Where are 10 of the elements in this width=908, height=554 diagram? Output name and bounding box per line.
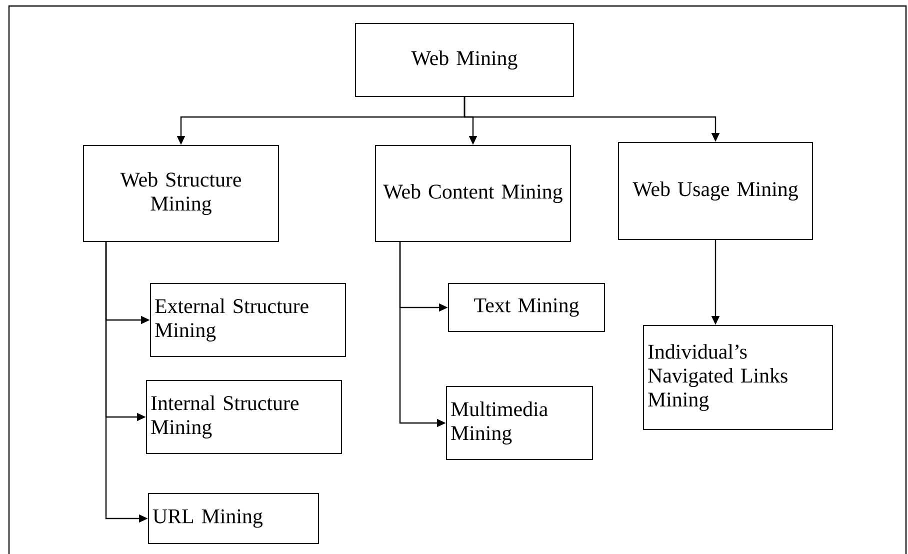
process-box: Web Content Mining xyxy=(375,145,571,242)
process-box: Individual’s Navigated Links Mining xyxy=(643,325,833,430)
process-box: Web Usage Mining xyxy=(618,142,813,240)
process-box: External Structure Mining xyxy=(150,283,346,357)
process-box: Text Mining xyxy=(448,283,605,332)
process-box: URL Mining xyxy=(148,493,319,544)
process-box: Internal Structure Mining xyxy=(146,380,342,454)
process-box: Multimedia Mining xyxy=(446,386,593,460)
process-box: Web Mining xyxy=(355,23,574,97)
process-box: Web Structure Mining xyxy=(83,145,279,242)
